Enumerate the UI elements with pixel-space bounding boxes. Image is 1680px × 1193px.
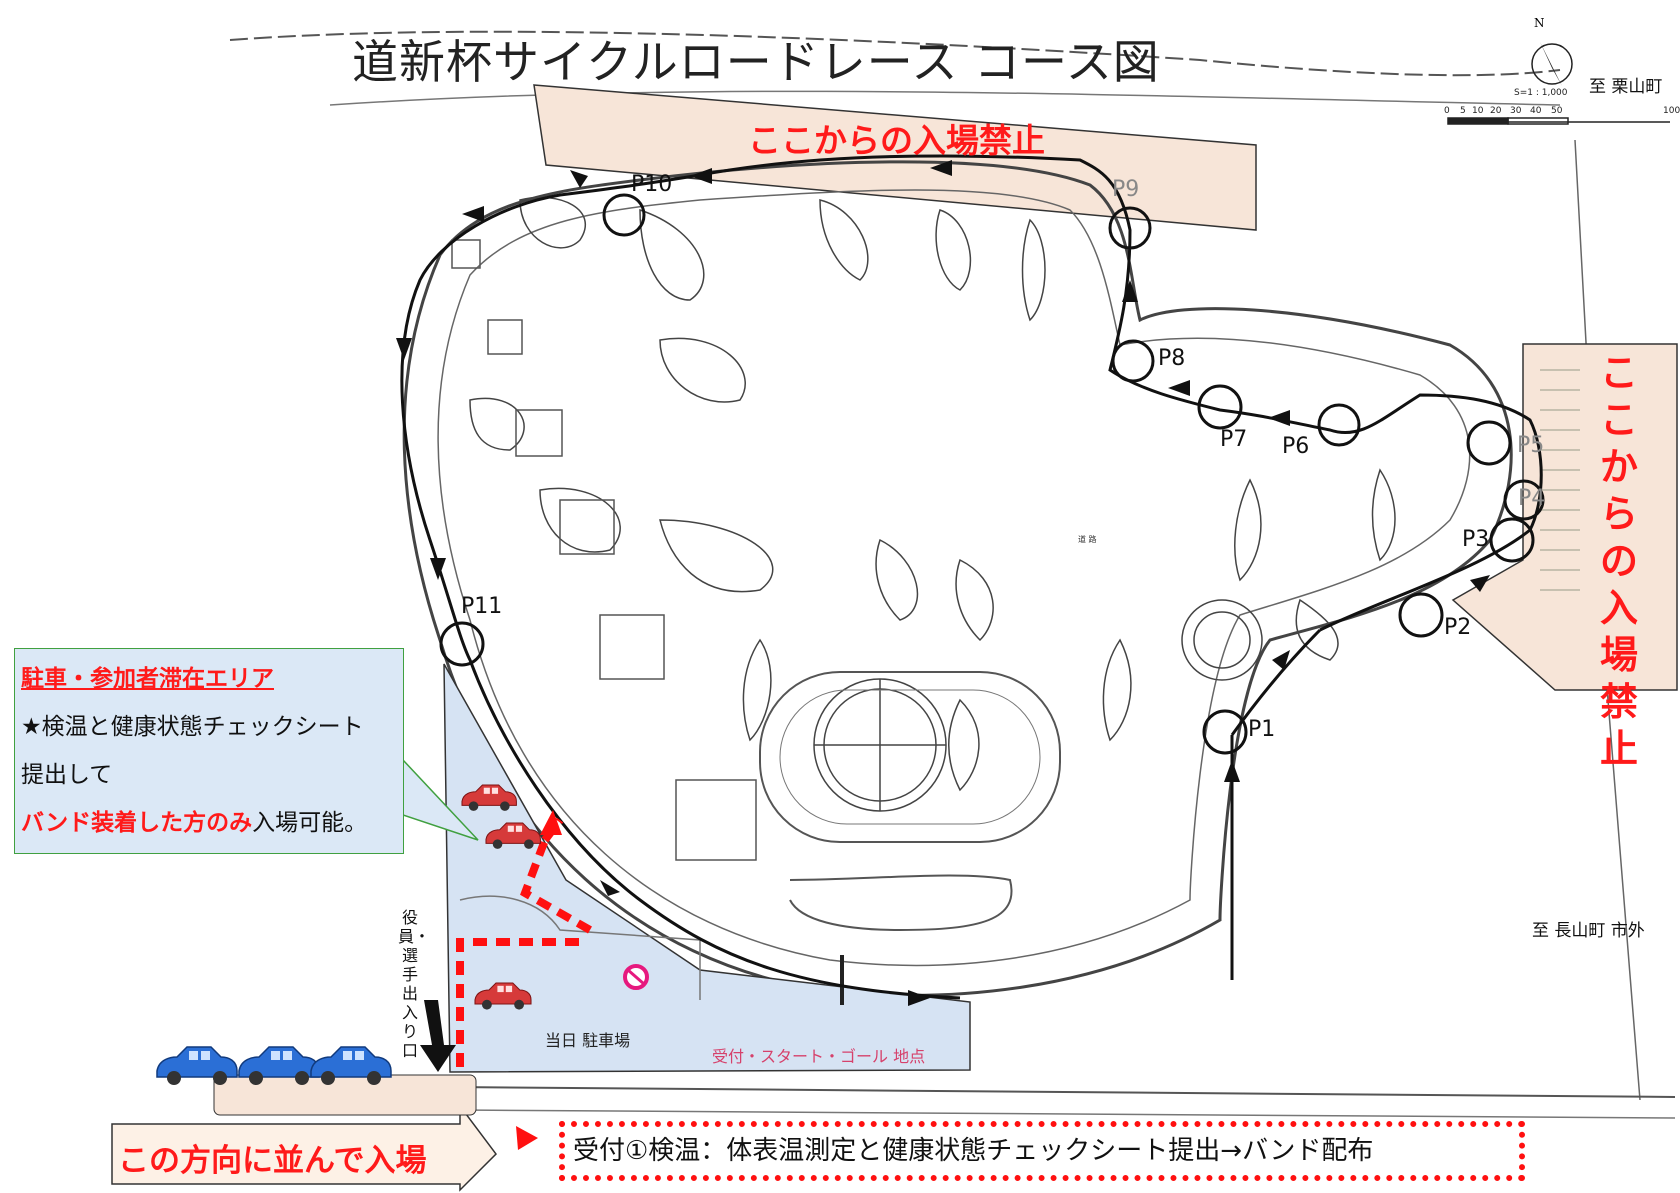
no-entry-label-right: ここからの入場禁止 bbox=[1599, 351, 1638, 771]
practice-track bbox=[759, 671, 1061, 843]
bottom-road bbox=[449, 1086, 1676, 1098]
north-label: N bbox=[1534, 16, 1545, 30]
checkpoint-p3: P3 bbox=[1462, 527, 1490, 552]
checkpoint-p1: P1 bbox=[1248, 717, 1276, 742]
checkpoint-p5: P5 bbox=[1517, 433, 1545, 458]
scale-ratio: S=1 : 1,000 bbox=[1514, 88, 1568, 98]
hazard-squares bbox=[451, 239, 757, 861]
road-label: 道 路 bbox=[1078, 535, 1097, 544]
checkpoint-p10: P10 bbox=[631, 172, 673, 197]
practice-track-inner bbox=[779, 689, 1041, 825]
queue-arrowhead bbox=[540, 810, 562, 835]
checkpoint-p4: P4 bbox=[1518, 486, 1546, 511]
blue-car-icon bbox=[238, 1046, 320, 1085]
info-title: 駐車・参加者滞在エリア bbox=[21, 666, 274, 692]
staff-entrance-arrow bbox=[420, 1000, 456, 1072]
scale-tick: 20 bbox=[1490, 106, 1502, 116]
start-goal-label: 受付・スタート・ゴール 地点 bbox=[712, 1047, 926, 1066]
golf-holes bbox=[469, 196, 1396, 792]
checkpoint-p8: P8 bbox=[1158, 346, 1186, 371]
participant-area-info: 駐車・参加者滞在エリア ★検温と健康状態チェックシート 提出して バンド装着した… bbox=[14, 648, 404, 854]
info-line-3-rest: 入場可能。 bbox=[252, 810, 368, 836]
scale-tick: 30 bbox=[1510, 106, 1522, 116]
no-entry-zone-right bbox=[1451, 343, 1678, 691]
scale-bar bbox=[1447, 117, 1670, 125]
checkpoint-p9: P9 bbox=[1112, 177, 1140, 202]
checkpoint-p2: P2 bbox=[1444, 615, 1472, 640]
scale-tick: 40 bbox=[1530, 106, 1542, 116]
red-car-icon bbox=[461, 784, 517, 811]
course-arrows bbox=[396, 160, 1490, 1006]
no-entry-sign-icon bbox=[623, 964, 649, 990]
park-outline bbox=[402, 160, 1513, 997]
scale-tick: 50 bbox=[1551, 106, 1563, 116]
lower-road-loop bbox=[789, 874, 1013, 932]
top-road bbox=[229, 30, 1561, 77]
destination-nagayama: 至 長山町 市外 bbox=[1532, 921, 1645, 941]
bottom-road-2 bbox=[459, 1109, 1676, 1119]
no-entry-label-top: ここからの入場禁止 bbox=[748, 121, 1045, 160]
queue-direction-label: この方向に並んで入場 bbox=[118, 1143, 427, 1179]
north-arrow-icon bbox=[1531, 42, 1573, 86]
reception-arrowhead bbox=[516, 1126, 538, 1150]
scale-tick: 5 bbox=[1460, 106, 1466, 116]
info-line-3: バンド装着した方のみ入場可能。 bbox=[21, 801, 397, 849]
parking-lane bbox=[459, 895, 701, 1000]
checkpoint-circles bbox=[439, 193, 1545, 755]
scale-tick: 0 bbox=[1444, 106, 1450, 116]
checkpoint-p11: P11 bbox=[461, 594, 503, 619]
top-road-2 bbox=[329, 90, 1561, 106]
info-line-1: ★検温と健康状態チェックシート bbox=[21, 714, 364, 740]
scale-tick: 100 bbox=[1663, 106, 1680, 116]
info-line-2: 提出して bbox=[21, 762, 113, 788]
destination-kuriyama: 至 栗山町 bbox=[1589, 77, 1663, 97]
queue-direction-arrow bbox=[111, 1103, 497, 1192]
red-car-icon bbox=[485, 822, 541, 849]
reception-info: 受付①検温：体表温測定と健康状態チェックシート提出→バンド配布 bbox=[559, 1121, 1525, 1181]
blue-car-icon bbox=[156, 1046, 238, 1085]
map-title: 道新杯サイクルロードレース コース図 bbox=[352, 35, 1160, 89]
parking-area bbox=[443, 663, 971, 1073]
parking-stripes bbox=[1540, 369, 1580, 591]
course-route bbox=[400, 154, 1543, 1000]
scale-tick: 10 bbox=[1472, 106, 1484, 116]
checkpoint-p7: P7 bbox=[1220, 427, 1248, 452]
checkpoint-p6: P6 bbox=[1282, 434, 1310, 459]
parking-label: 当日 駐車場 bbox=[545, 1031, 631, 1050]
staff-entrance-label: 役員・選手 出入り口 bbox=[398, 908, 431, 1060]
central-circle bbox=[813, 599, 1263, 812]
red-car-icon bbox=[474, 982, 532, 1010]
info-line-3-emphasis: バンド装着した方のみ bbox=[21, 810, 253, 836]
park-outline-inner bbox=[437, 189, 1471, 967]
blue-car-icon bbox=[310, 1046, 392, 1085]
